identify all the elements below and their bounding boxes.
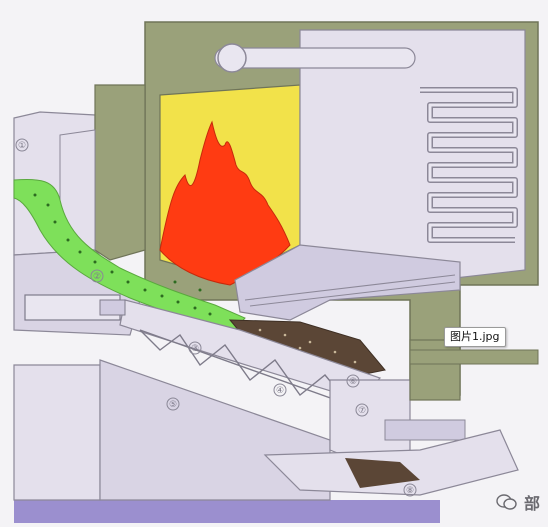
- svg-text:⑤: ⑤: [169, 400, 177, 410]
- label-3: ③: [188, 341, 202, 355]
- drum-end-cap: [217, 43, 247, 73]
- number-labels: ① ② ③ ④ ⑤ ⑥ ⑦ ⑧: [15, 138, 417, 497]
- svg-text:④: ④: [276, 386, 284, 396]
- wechat-icon: [496, 494, 517, 510]
- svg-text:⑧: ⑧: [406, 486, 414, 496]
- bottom-ash: [345, 458, 420, 488]
- ram-head: [99, 299, 126, 316]
- ash-particles: [258, 328, 357, 364]
- svg-text:①: ①: [18, 141, 26, 151]
- base-slab: [14, 500, 440, 523]
- ash-conveyor-top: [384, 419, 466, 441]
- label-4: ④: [273, 383, 287, 397]
- watermark-text: 部: [524, 494, 541, 513]
- label-1: ①: [15, 138, 29, 152]
- casing-foot: [409, 339, 461, 401]
- svg-text:⑦: ⑦: [358, 406, 366, 416]
- svg-text:③: ③: [191, 344, 199, 354]
- label-8: ⑧: [403, 483, 417, 497]
- label-7: ⑦: [355, 403, 369, 417]
- label-6: ⑥: [346, 374, 360, 388]
- support-beam: [409, 349, 539, 365]
- steam-drum: [214, 47, 416, 69]
- grate-support-wall: [99, 359, 331, 501]
- image-filename-tooltip: 图片1.jpg: [444, 327, 506, 347]
- left-foundation: [13, 364, 101, 501]
- label-2: ②: [90, 269, 104, 283]
- grate-truss: [139, 329, 351, 406]
- label-5: ⑤: [166, 397, 180, 411]
- rear-wall-column: [94, 84, 146, 261]
- svg-text:⑥: ⑥: [349, 377, 357, 387]
- tube-bank-inner: [420, 88, 517, 242]
- svg-text:②: ②: [93, 272, 101, 282]
- fuel-particles: [33, 193, 212, 316]
- arch-ribs: [244, 274, 456, 307]
